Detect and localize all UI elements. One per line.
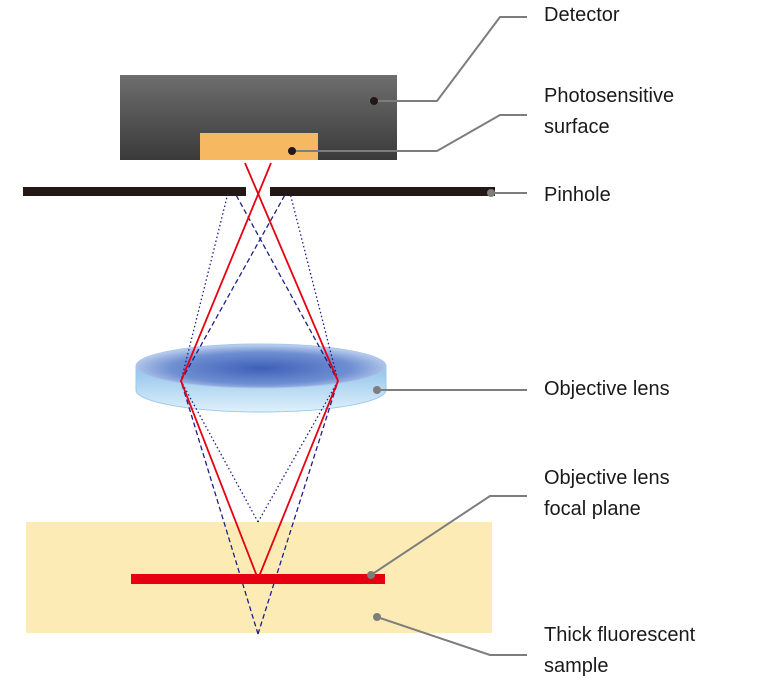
label-detector: Detector — [544, 4, 620, 26]
label-focal-plane: Objective lens focal plane — [544, 467, 670, 520]
label-objective-lens: Objective lens — [544, 378, 670, 400]
leader-lines — [292, 16, 527, 656]
label-thick-fluorescent-sample: Thick fluorescent sample — [544, 624, 696, 677]
leader-dots — [288, 97, 495, 621]
pinhole-plate-left — [23, 187, 246, 196]
objective-lens — [135, 343, 387, 413]
label-pinhole: Pinhole — [544, 184, 611, 206]
pinhole-plate-right — [270, 187, 495, 196]
photosensitive-surface — [200, 133, 318, 160]
focal-plane — [131, 574, 385, 584]
label-photosensitive-surface: Photosensitive surface — [544, 85, 675, 138]
in-focus-rays — [180, 162, 339, 580]
